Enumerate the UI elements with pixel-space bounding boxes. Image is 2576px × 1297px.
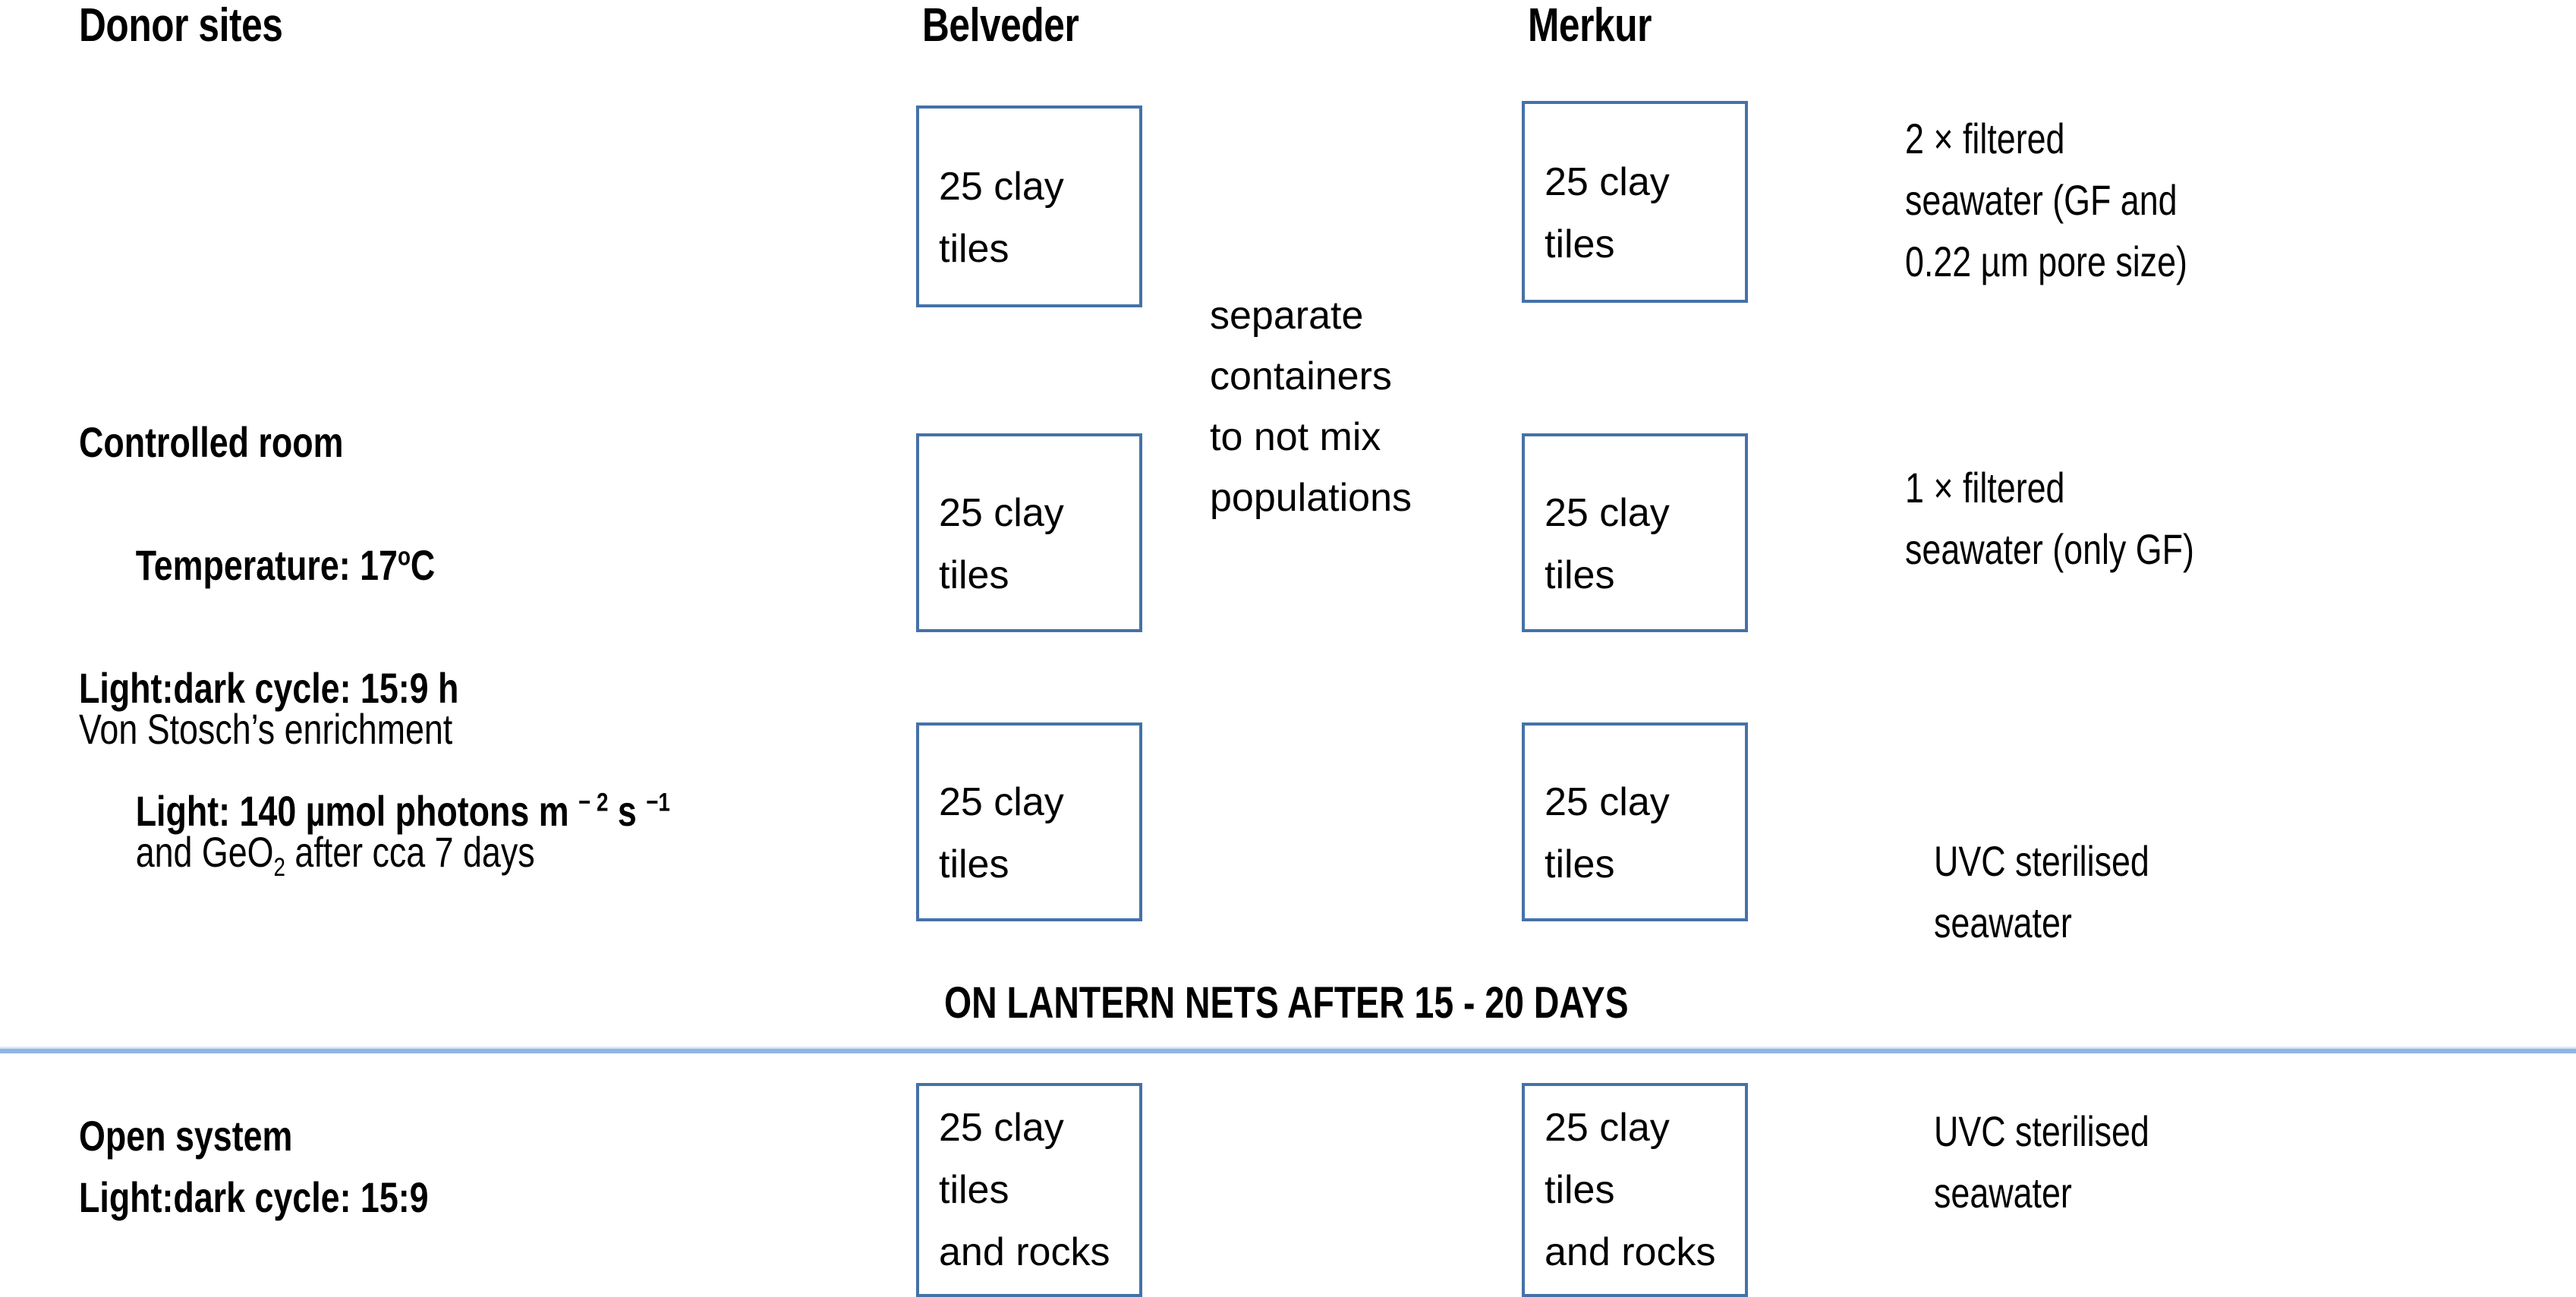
controlled-room-photoperiod: Light:dark cycle: 15:9 h [79, 664, 459, 712]
irradiance-exponent-time: −1 [646, 788, 670, 817]
water-note-row1-line-2: seawater (GF and [1905, 176, 2178, 224]
separate-containers-line-1: separate [1210, 294, 1364, 338]
enrichment-compound-prefix: and GeO [135, 828, 274, 876]
irradiance-second-unit: s [608, 787, 647, 835]
tile-box-merkur-row3[interactable]: 25 clay tiles [1522, 722, 1748, 921]
header-belveder: Belveder [922, 0, 1079, 52]
tile-box-label-line-2: tiles [939, 1168, 1009, 1212]
tile-box-belveder-row1[interactable]: 25 clay tiles [916, 105, 1142, 307]
enrichment-compound-subscript: 2 [273, 853, 285, 883]
tile-box-label-line-1: 25 clay [1545, 491, 1670, 535]
open-system-irradiance: Light: 140 µmol photons m − 2 s − 1 [79, 1228, 747, 1297]
tile-box-merkur-open-system[interactable]: 25 clay tiles and rocks [1522, 1083, 1748, 1297]
tile-box-label-line-1: 25 clay [939, 1106, 1064, 1150]
tile-box-belveder-open-system[interactable]: 25 clay tiles and rocks [916, 1083, 1142, 1297]
tile-box-label-line-2: tiles [1545, 222, 1615, 266]
enrichment-compound-suffix: after cca 7 days [285, 828, 535, 876]
tile-box-label-line-2: tiles [939, 553, 1009, 597]
temperature-unit: C [410, 541, 436, 589]
tile-box-belveder-row3[interactable]: 25 clay tiles [916, 722, 1142, 921]
tile-box-label-line-1: 25 clay [939, 780, 1064, 824]
controlled-room-block: Controlled room Temperature: 17oC Light:… [79, 411, 914, 903]
tile-box-label-line-1: 25 clay [1545, 160, 1670, 204]
water-note-row1-line-3: 0.22 µm pore size) [1905, 238, 2187, 285]
enrichment-line-1: Von Stosch’s enrichment [79, 705, 453, 753]
tile-box-label-line-2: tiles [1545, 842, 1615, 886]
controlled-room-irradiance: Light: 140 µmol photons m − 2 s −1 [79, 719, 747, 903]
water-note-row1-line-1: 2 × filtered [1905, 115, 2065, 162]
controlled-room-title: Controlled room [79, 418, 344, 466]
water-note-row3: UVC sterilised seawater [1934, 830, 2541, 953]
degree-symbol: o [397, 542, 411, 571]
tile-box-label-line-2: tiles [1545, 1168, 1615, 1212]
irradiance-exponent-area: − 2 [578, 788, 609, 817]
section-divider [0, 1047, 2576, 1053]
tile-box-merkur-row2[interactable]: 25 clay tiles [1522, 433, 1748, 632]
water-note-row4-line-2: seawater [1934, 1169, 2072, 1217]
water-note-row4-line-1: UVC sterilised [1934, 1107, 2149, 1155]
header-donor-sites: Donor sites [79, 0, 283, 52]
temperature-label: Temperature: 17 [135, 541, 398, 589]
tile-box-label-line-3: and rocks [1545, 1230, 1716, 1274]
open-system-photoperiod: Light:dark cycle: 15:9 [79, 1173, 429, 1221]
water-note-row2: 1 × filtered seawater (only GF) [1905, 457, 2512, 580]
tile-box-label-line-1: 25 clay [939, 491, 1064, 535]
water-note-row1: 2 × filtered seawater (GF and 0.22 µm po… [1905, 108, 2512, 292]
separate-containers-note: separate containers to not mix populatio… [1210, 285, 1529, 528]
tile-box-belveder-row2[interactable]: 25 clay tiles [916, 433, 1142, 632]
open-system-block: Open system Light:dark cycle: 15:9 Light… [79, 1105, 914, 1297]
irradiance-value: Light: 140 µmol photons m [135, 787, 579, 835]
separate-containers-line-3: to not mix [1210, 415, 1381, 459]
water-note-row4: UVC sterilised seawater [1934, 1100, 2541, 1223]
tile-box-label-line-2: tiles [939, 227, 1009, 271]
tile-box-label-line-1: 25 clay [1545, 780, 1670, 824]
header-merkur: Merkur [1528, 0, 1652, 52]
water-note-row3-line-2: seawater [1934, 899, 2072, 946]
separate-containers-line-2: containers [1210, 354, 1392, 398]
tile-box-label-line-1: 25 clay [939, 165, 1064, 209]
tile-box-label-line-3: and rocks [939, 1230, 1110, 1274]
water-note-row3-line-1: UVC sterilised [1934, 837, 2149, 885]
controlled-room-temperature: Temperature: 17oC [79, 473, 747, 657]
tile-box-label-line-2: tiles [1545, 553, 1615, 597]
enrichment-block: Von Stosch’s enrichment and GeO2 after c… [79, 698, 838, 944]
water-note-row2-line-1: 1 × filtered [1905, 464, 2065, 512]
open-system-title: Open system [79, 1112, 293, 1160]
tile-box-merkur-row1[interactable]: 25 clay tiles [1522, 101, 1748, 303]
tile-box-label-line-2: tiles [939, 842, 1009, 886]
enrichment-line-2: and GeO2 after cca 7 days [79, 760, 686, 944]
water-note-row2-line-2: seawater (only GF) [1905, 525, 2194, 573]
lantern-nets-banner: ON LANTERN NETS AFTER 15 - 20 DAYS [944, 978, 1629, 1028]
tile-box-label-line-1: 25 clay [1545, 1106, 1670, 1150]
separate-containers-line-4: populations [1210, 476, 1412, 520]
